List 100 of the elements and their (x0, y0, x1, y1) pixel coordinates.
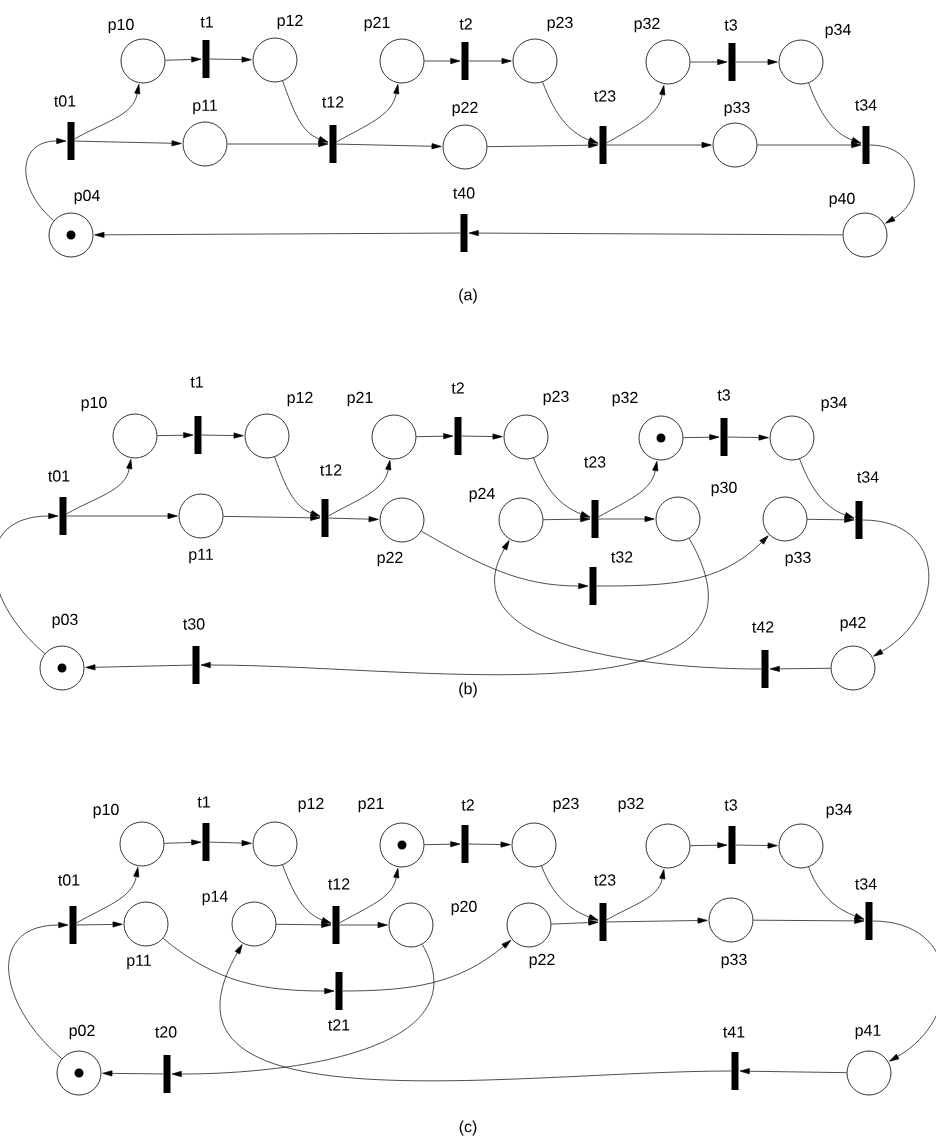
arrow (328, 516, 379, 523)
arrow (551, 919, 599, 926)
arrow (164, 839, 202, 846)
node-label: t3 (717, 389, 730, 401)
node-label: t32 (611, 551, 633, 563)
arrow (223, 514, 321, 521)
node-label: t23 (594, 874, 616, 886)
arrow (468, 58, 512, 64)
arrow (543, 516, 591, 523)
arrow (274, 456, 321, 517)
node-label: t40 (453, 187, 475, 199)
arrow (542, 81, 599, 144)
arrow (727, 434, 769, 441)
arrow (799, 458, 855, 519)
node-label: t34 (857, 471, 879, 483)
arrow (200, 538, 707, 675)
node-label: p40 (829, 192, 855, 208)
node-label: p02 (69, 1024, 95, 1040)
node-label: p12 (298, 797, 324, 813)
arrow (683, 434, 720, 441)
node-label: p23 (543, 390, 569, 406)
node-label: t3 (724, 799, 737, 811)
arrow (690, 59, 728, 65)
node-label: p33 (724, 101, 750, 117)
arrow (227, 141, 329, 147)
node-label: p22 (377, 551, 403, 567)
node-label: t2 (451, 382, 464, 394)
node-label: p30 (711, 481, 737, 497)
node-label: t23 (584, 456, 606, 468)
node-label: p23 (553, 797, 579, 813)
node-label: t34 (855, 878, 877, 890)
arrow (74, 140, 182, 147)
node-label: t1 (190, 376, 203, 388)
arrow (468, 230, 843, 237)
arrow (808, 82, 862, 144)
node-label: t01 (54, 95, 76, 107)
arrow (487, 142, 599, 149)
arrow (424, 841, 461, 848)
node-label: p33 (785, 551, 811, 567)
node-label: p22 (452, 101, 478, 117)
node-label: p11 (193, 99, 217, 115)
node-label: p21 (347, 391, 373, 407)
node-label: p32 (634, 17, 660, 33)
node-label: p12 (277, 14, 303, 30)
arrow (862, 519, 930, 657)
node-label: p21 (364, 16, 390, 32)
node-label: p03 (52, 613, 78, 629)
arrow (606, 85, 666, 144)
arrow (342, 939, 512, 992)
arrow (8, 922, 69, 1059)
arrow (102, 1070, 164, 1077)
node-label: t12 (322, 96, 344, 108)
arrow (606, 142, 712, 148)
caption: (c) (459, 1120, 477, 1136)
arrow (282, 864, 332, 924)
arrow (85, 664, 193, 671)
arrow (416, 433, 454, 440)
arrow (282, 80, 329, 143)
node-label: p14 (202, 890, 228, 906)
arrow (157, 432, 194, 439)
node-label: t3 (724, 19, 737, 31)
node-label: t1 (197, 796, 210, 808)
node-label: t12 (328, 878, 350, 890)
arrow (533, 457, 591, 518)
arrow (739, 1068, 847, 1075)
node-label: p11 (127, 954, 151, 970)
node-label: p32 (612, 391, 638, 407)
node-label: p20 (451, 900, 477, 916)
arrow (336, 143, 442, 150)
node-label: t30 (183, 618, 205, 630)
arrow (769, 665, 831, 672)
arrow (869, 144, 915, 224)
node-label: t2 (461, 799, 474, 811)
node-label: p32 (618, 797, 644, 813)
arrow (201, 432, 244, 439)
node-label: p10 (81, 396, 107, 412)
caption: (b) (459, 682, 477, 698)
arrow (872, 920, 936, 1062)
node-label: p10 (108, 18, 134, 34)
arrow (468, 841, 511, 848)
node-label: p42 (840, 616, 866, 632)
arrow (336, 84, 400, 143)
node-label: p10 (93, 803, 119, 819)
arrow (596, 535, 769, 587)
arrow (541, 865, 599, 921)
arrow (76, 921, 123, 928)
arrow (209, 840, 252, 847)
arrow (220, 944, 732, 1082)
node-label: t41 (723, 1026, 745, 1038)
arrow (339, 868, 400, 924)
arrow (66, 513, 178, 519)
arrow (0, 513, 59, 654)
node-label: p23 (547, 16, 573, 32)
node-label: t34 (855, 99, 877, 111)
arrow (495, 540, 762, 670)
node-label: t12 (320, 464, 342, 476)
node-label: t2 (459, 18, 472, 30)
node-label: t1 (200, 16, 213, 28)
arrow (461, 433, 503, 440)
arrow (76, 867, 140, 924)
